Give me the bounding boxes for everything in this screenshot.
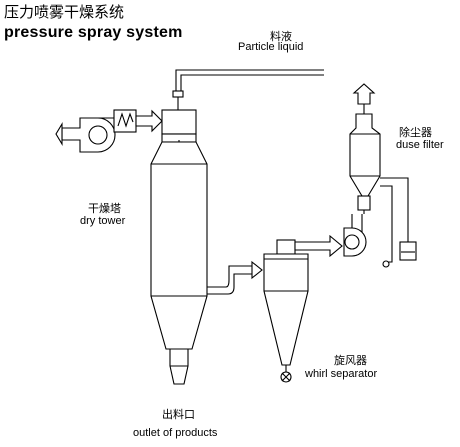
dry-tower — [150, 141, 208, 385]
cyclone-to-fan-duct — [294, 234, 343, 258]
dust-filter-label-cn: 除尘器 — [399, 126, 432, 139]
outlet-label-cn: 出料口 — [162, 408, 195, 421]
title-english: pressure spray system — [4, 24, 183, 41]
feed-pipe — [172, 69, 324, 110]
cyclone-separator — [263, 239, 309, 383]
tower-head — [161, 109, 197, 151]
outlet-label-en: outlet of products — [133, 427, 218, 439]
feed-liquid-label-cn: 料液 — [270, 30, 292, 43]
exhaust-fan — [343, 214, 367, 257]
cyclone-label-en: whirl separator — [305, 368, 378, 380]
dust-filter — [349, 83, 381, 214]
dry-tower-label-en: dry tower — [80, 215, 126, 227]
inlet-fan — [55, 117, 116, 153]
dust-filter-label-en: duse filter — [396, 139, 444, 151]
title-chinese: 压力喷雾干燥系统 — [4, 3, 125, 21]
air-heater — [113, 109, 137, 133]
cyclone-label-cn: 旋风器 — [334, 354, 367, 367]
feed-liquid-label-en: Particle liquid — [238, 41, 304, 53]
hot-air-duct — [135, 109, 163, 133]
tower-to-cyclone-duct — [207, 260, 263, 295]
dry-tower-label-cn: 干燥塔 — [88, 202, 121, 215]
dust-collector-bottle — [380, 177, 417, 268]
